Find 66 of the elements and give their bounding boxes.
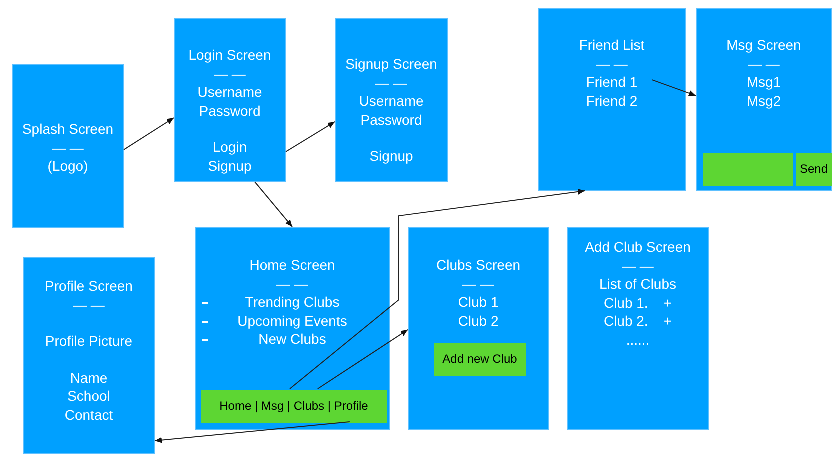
screen-box <box>335 18 448 182</box>
screen-text: Club 2. + <box>604 312 672 330</box>
screen-text: Club 1. + <box>604 294 672 312</box>
screen-title: Profile Screen <box>45 277 133 296</box>
screen-text: Msg1 <box>746 73 782 92</box>
screen-box <box>23 257 155 454</box>
screen-title: Home Screen <box>250 256 336 274</box>
screen-text: Username <box>359 92 424 110</box>
screen-text: Name <box>70 368 108 387</box>
screen-text: Club 2 <box>458 312 499 330</box>
screen-text: — — <box>622 256 654 275</box>
screen-text: Profile Picture <box>45 332 133 350</box>
screen-text: Club 1 <box>458 293 499 312</box>
screen-text: — — <box>748 54 780 73</box>
screen-text: Login <box>212 138 248 156</box>
arrow <box>286 121 336 152</box>
screen-title: Splash Screen <box>22 120 114 138</box>
button <box>434 343 526 376</box>
arrow <box>290 188 586 390</box>
screen-text: Password <box>360 110 422 129</box>
screen-box <box>12 64 124 228</box>
screen-title: Msg Screen <box>726 36 802 54</box>
screen-text: School <box>68 387 110 406</box>
screen-box <box>567 227 709 430</box>
arrow <box>124 118 174 150</box>
screen-text: Msg2 <box>746 92 782 110</box>
screen-text: List of Clubs <box>599 275 677 294</box>
screen-text: — — <box>73 296 105 314</box>
screen-text: ...... <box>626 330 650 349</box>
button-label: Add new Club <box>442 351 518 368</box>
screen-text: — — <box>596 54 628 73</box>
screen-title: Login Screen <box>188 46 272 64</box>
screen-box <box>696 8 832 191</box>
screen-text: Friend 2 <box>586 92 638 110</box>
screen-title: Add Club Screen <box>585 238 691 256</box>
screen-text: — — <box>462 274 494 293</box>
screen-title: Friend List <box>579 36 645 54</box>
button <box>201 390 387 423</box>
input-field <box>703 153 793 186</box>
screen-text: (Logo) <box>48 157 88 176</box>
screen-text: New Clubs <box>258 330 326 348</box>
arrow <box>254 182 293 228</box>
screen-title: Signup Screen <box>346 55 438 74</box>
button <box>796 153 832 186</box>
screen-text: Password <box>199 102 261 120</box>
button-label: Home | Msg | Clubs | Profile <box>220 398 368 416</box>
screen-text: Contact <box>64 406 114 424</box>
screen-title: Clubs Screen <box>436 256 521 274</box>
screen-text: — — <box>214 64 246 83</box>
screen-box <box>195 227 390 430</box>
screen-text: — — <box>52 138 84 157</box>
screen-text: Username <box>198 83 262 102</box>
screen-text: Friend 1 <box>586 73 638 92</box>
arrow <box>154 422 350 444</box>
arrow <box>317 329 408 390</box>
screen-text: Signup <box>208 156 252 175</box>
screen-text: — — <box>276 274 308 293</box>
screen-text: — — <box>376 74 408 92</box>
screen-box <box>174 18 286 182</box>
screen-box <box>408 227 549 430</box>
arrow <box>651 79 696 96</box>
screen-box <box>538 8 686 191</box>
screen-text: Trending Clubs <box>245 293 340 312</box>
screen-text: Upcoming Events <box>238 312 348 330</box>
screen-text: Signup <box>370 147 414 166</box>
button-label: Send <box>800 161 828 178</box>
